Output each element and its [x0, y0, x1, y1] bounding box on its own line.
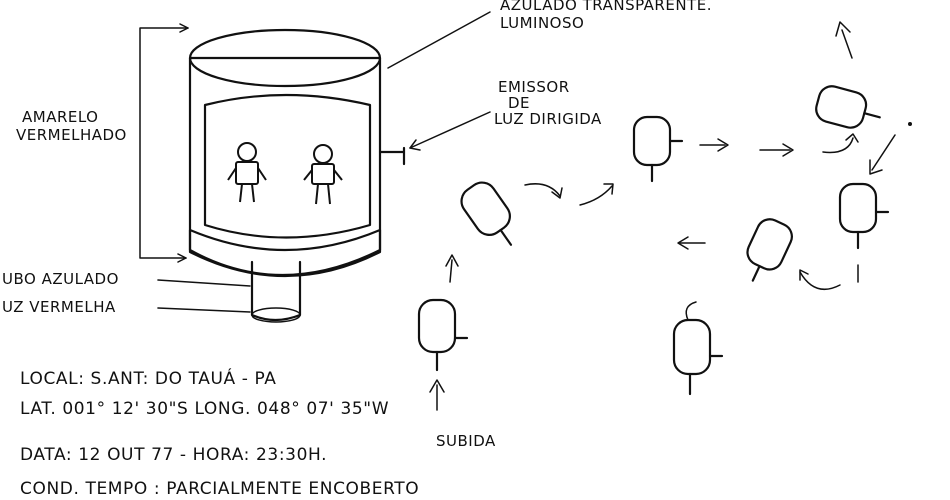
label-emitter-line3: LUZ DIRIGIDA — [494, 110, 602, 128]
label-left-line1: AMARELO — [22, 108, 99, 126]
info-local: LOCAL: S.ANT: DO TAUÁ - PA — [20, 367, 277, 389]
object-window — [203, 93, 372, 239]
small-object-2 — [460, 181, 513, 246]
label-top-right-line2: LUMINOSO — [500, 14, 584, 32]
info-date: DATA: 12 OUT 77 - HORA: 23:30H. — [20, 445, 327, 465]
small-object-5 — [838, 182, 890, 250]
label-left-line2: VERMELHADO — [16, 126, 127, 144]
pointer-top — [387, 11, 491, 69]
info-weather: COND. TEMPO : PARCIALMENTE ENCOBERTO — [20, 479, 419, 499]
small-object-6 — [746, 218, 793, 282]
small-object-7 — [672, 301, 724, 396]
callouts — [139, 11, 491, 313]
pointer-emitter — [409, 111, 491, 149]
pointer-tube — [157, 279, 251, 287]
label-bottom-left-line2: UZ VERMELHA — [2, 298, 116, 316]
label-emitter-line2: DE — [508, 94, 530, 112]
path-arrows — [429, 21, 896, 411]
small-object-1 — [417, 298, 469, 372]
label-top-right-line1: AZULADO TRANSPARENTE. — [500, 0, 712, 14]
small-object-3 — [632, 115, 684, 183]
object-base — [188, 228, 382, 277]
labels: AZULADO TRANSPARENTE. LUMINOSO EMISSOR D… — [2, 0, 712, 450]
flight-path — [417, 21, 912, 411]
label-emitter-line1: EMISSOR — [498, 78, 570, 96]
main-object — [188, 28, 406, 323]
sighting-info: LOCAL: S.ANT: DO TAUÁ - PA LAT. 001° 12'… — [20, 367, 419, 499]
pointer-light — [157, 307, 251, 313]
occupant-figure-left — [227, 142, 267, 203]
small-object-4 — [815, 85, 881, 129]
info-coords: LAT. 001° 12' 30"S LONG. 048° 07' 35"W — [20, 399, 389, 419]
object-top — [188, 28, 382, 88]
object-tube — [250, 260, 302, 322]
label-ascent: SUBIDA — [436, 432, 496, 450]
object-body — [188, 56, 382, 276]
left-bracket — [139, 27, 189, 259]
occupant-figure-right — [303, 144, 343, 205]
label-bottom-left-line1: UBO AZULADO — [2, 270, 119, 288]
